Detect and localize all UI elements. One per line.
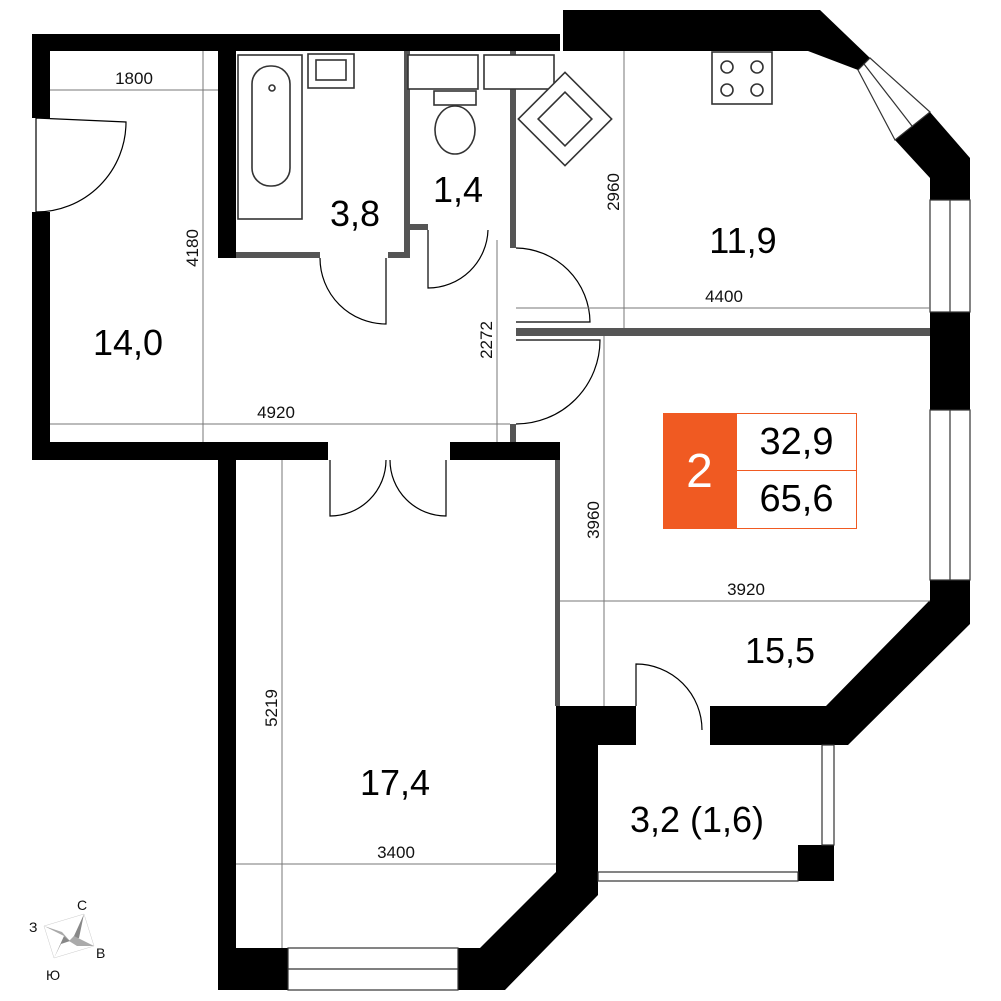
doors — [35, 117, 703, 731]
wall-living-sw — [458, 706, 636, 990]
partition-bath-wc — [404, 51, 410, 258]
dim-label: 4920 — [257, 403, 295, 422]
kitchen-stove — [711, 51, 773, 105]
compass-east: В — [96, 945, 105, 961]
rooms-count: 2 — [663, 413, 736, 529]
dim-label: 3400 — [377, 843, 415, 862]
dim-label: 2960 — [604, 173, 623, 211]
interior-partitions — [236, 51, 930, 442]
area-balcony: 3,2 (1,6) — [630, 799, 764, 840]
door-bath — [319, 257, 387, 325]
window-balcony-bottom — [597, 871, 799, 882]
area-kitchen: 11,9 — [709, 220, 776, 261]
wall-living-bottom-left — [218, 948, 288, 990]
area-bedroom: 15,5 — [745, 630, 815, 671]
area-living: 17,4 — [360, 762, 430, 803]
door-living-right — [389, 459, 447, 517]
partition-wc-right — [510, 51, 516, 248]
wc-shelf-left — [407, 54, 479, 90]
bathtub-inner — [251, 65, 291, 187]
area-bath: 3,8 — [330, 193, 380, 234]
total-area: 65,6 — [736, 471, 857, 529]
wall-living-top-right — [450, 442, 560, 460]
wall-balcony-post — [798, 845, 834, 881]
compass-north: С — [77, 897, 87, 913]
partition-bath-bottom — [236, 252, 320, 258]
wall-top-right — [563, 10, 870, 70]
door-wc — [427, 229, 489, 289]
dim-label: 4180 — [183, 229, 202, 267]
compass-south: Ю — [46, 967, 60, 983]
wall-living-right-partition — [555, 460, 560, 706]
wall-left-bottom — [32, 212, 50, 460]
wall-bath-left — [218, 34, 236, 258]
exterior-walls — [32, 10, 970, 990]
wall-se-corner — [710, 580, 970, 745]
wall-left-top — [32, 34, 50, 118]
toilet-bowl — [434, 105, 476, 155]
door-balcony — [635, 663, 703, 731]
compass-rose-icon — [43, 913, 95, 959]
door-bedroom — [515, 339, 601, 425]
area-summary-badge: 2 32,9 65,6 — [663, 413, 857, 529]
dimension-lines — [50, 51, 930, 948]
dim-label: 3920 — [727, 580, 765, 599]
wc-shelf-right — [483, 54, 555, 90]
dim-label: 1800 — [115, 69, 153, 88]
partition-wc-bottom-left — [404, 224, 428, 230]
fixtures — [237, 51, 773, 220]
dim-label: 5219 — [262, 689, 281, 727]
window-balcony-right — [821, 744, 835, 846]
wall-living-left — [218, 442, 236, 990]
area-room-left: 14,0 — [93, 322, 163, 363]
partition-kitchen-bedroom — [516, 328, 930, 336]
windows — [287, 57, 971, 991]
wall-ne-corner — [895, 112, 970, 200]
living-area: 32,9 — [736, 413, 857, 471]
area-wc: 1,4 — [433, 169, 483, 210]
door-living-left — [329, 459, 387, 517]
partition-bath-bottom-right — [388, 252, 410, 258]
window-ne — [857, 57, 931, 141]
dim-label: 2272 — [477, 321, 496, 359]
dim-label: 4400 — [705, 287, 743, 306]
toilet-tank — [433, 90, 477, 106]
wall-right-pier — [930, 312, 970, 410]
door-entrance — [35, 117, 127, 213]
wall-top-left — [32, 34, 560, 51]
partition-hall-right-lower — [510, 424, 516, 442]
compass-west: З — [29, 919, 37, 935]
door-kitchen — [515, 247, 591, 323]
wall-hall-bottom — [32, 442, 328, 460]
dim-label: 3960 — [584, 501, 603, 539]
